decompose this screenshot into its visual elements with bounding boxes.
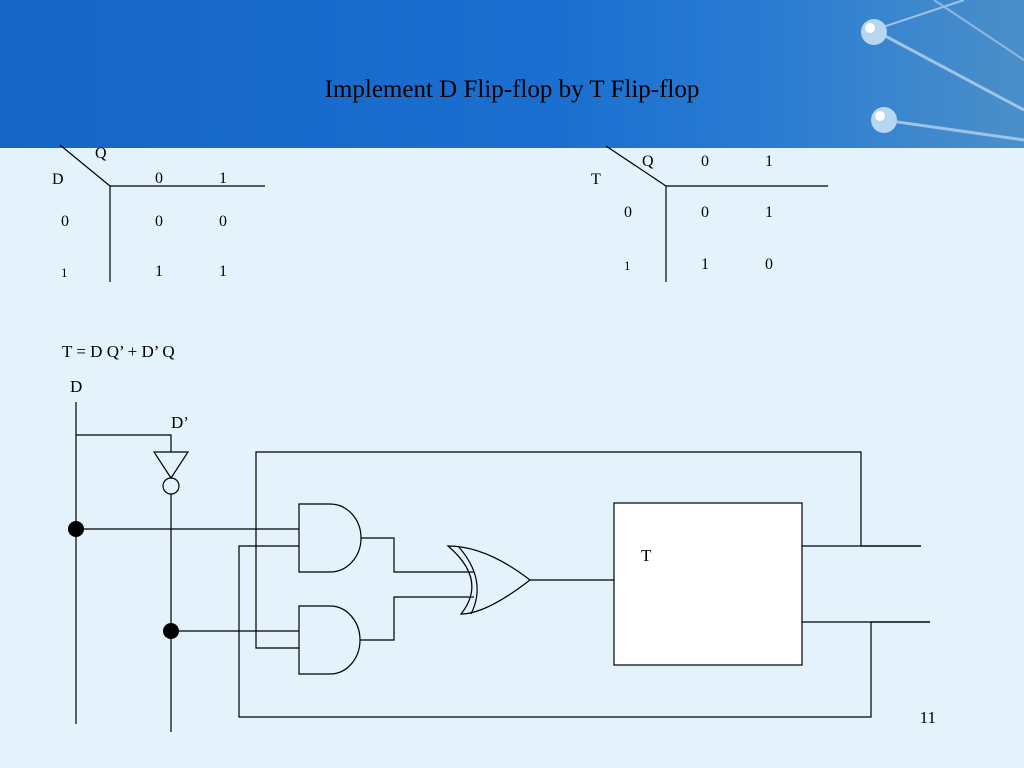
equation-text: T = D Q’ + D’ Q <box>62 342 175 361</box>
page-number: 11 <box>919 708 936 727</box>
d-table-cell: 0 <box>219 213 227 230</box>
t-table-cell: 1 <box>701 256 709 273</box>
t-table-row-label: 1 <box>624 258 631 273</box>
d-table-col-value: 1 <box>219 170 227 187</box>
decorative-pins-graphic <box>861 0 1024 142</box>
input-d-label: D <box>70 377 83 396</box>
t-table-col-value: 1 <box>765 153 773 170</box>
and-gate-2 <box>298 605 361 675</box>
t-table-cell: 1 <box>765 204 773 221</box>
junction-dot-d <box>68 521 84 537</box>
q-feedback-wire <box>255 451 921 649</box>
and1-to-or-wire <box>361 537 474 573</box>
t-table-cell: 0 <box>765 256 773 273</box>
junction-dot-d-prime <box>163 623 179 639</box>
q-prime-feedback-wire <box>238 545 930 718</box>
d-table-col-header: Q <box>95 145 107 162</box>
t-table-row-label: 0 <box>624 204 632 221</box>
d-table-col-value: 0 <box>155 170 163 187</box>
not-gate <box>152 451 190 480</box>
t-flipflop-label: T <box>641 546 652 565</box>
slide-title: Implement D Flip-flop by T Flip-flop <box>324 76 700 103</box>
or-gate-body <box>446 545 531 615</box>
t-table-corner-diagonal <box>605 145 667 187</box>
t-table-col-header: Q <box>642 153 654 170</box>
t-flipflop-box <box>613 502 803 666</box>
d-table-row-header: D <box>52 171 64 188</box>
not-gate-bubble <box>162 477 180 495</box>
header-banner <box>0 0 1024 148</box>
and-gate-1 <box>298 503 362 573</box>
d-table-corner-diagonal <box>59 144 111 187</box>
d-table-cell: 1 <box>219 263 227 280</box>
and2-to-or-wire <box>360 596 474 641</box>
d-table-row-label: 1 <box>61 265 68 280</box>
d-table-cell: 0 <box>155 213 163 230</box>
t-table-row-header: T <box>591 171 601 188</box>
or-gate-back-curve <box>457 545 478 615</box>
t-table-cell: 0 <box>701 204 709 221</box>
d-table-cell: 1 <box>155 263 163 280</box>
d-to-inverter-wire <box>76 434 172 452</box>
d-table-row-label: 0 <box>61 213 69 230</box>
input-d-prime-label: D’ <box>171 413 189 432</box>
t-table-col-value: 0 <box>701 153 709 170</box>
